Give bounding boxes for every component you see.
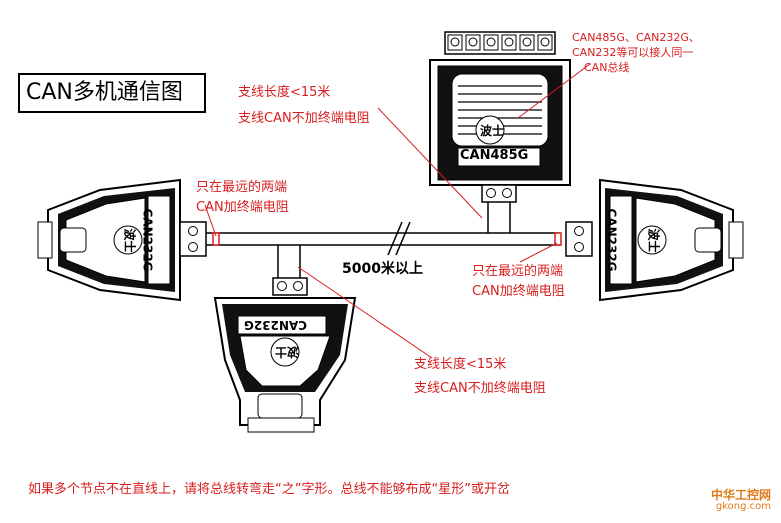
note-left-termination: 只在最远的两端 CAN加终端电阻 (196, 178, 289, 218)
device-label-right: CAN232G (604, 208, 619, 272)
device-can485g-top (429, 31, 571, 203)
watermark: 中华工控网 gkong.com (711, 489, 771, 513)
device-logo-right: 波士 (646, 228, 661, 253)
watermark-name: 中华工控网 (710, 488, 771, 502)
device-logo-left: 波士 (122, 228, 137, 253)
device-can232g-left (37, 178, 207, 302)
termination-resistor-left (212, 232, 220, 246)
termination-resistor-right (554, 232, 562, 246)
note-left-line1: 只在最远的两端 (196, 180, 288, 195)
bottom-caption: 如果多个节点不在直线上，请将总线转弯走“之”字形。总线不能够布成“星形”或开岔 (28, 482, 510, 497)
note-right-line1: 只在最远的两端 (472, 264, 564, 279)
note-branch-top: 支线长度<15米 支线CAN不加终端电阻 (238, 80, 370, 132)
device-can232g-bottom (213, 277, 357, 433)
device-label-bottom: CAN232G (244, 318, 308, 332)
note-compatible-line2: CAN232等可以接人同一 (572, 46, 694, 59)
note-compatible-devices: CAN485G、CAN232G、 CAN232等可以接人同一 CAN总线 (572, 30, 700, 75)
note-branch-top-line2: 支线CAN不加终端电阻 (238, 111, 370, 126)
note-right-line2: CAN加终端电阻 (472, 284, 565, 299)
can-bus (205, 202, 560, 278)
page-title: CAN多机通信图 (18, 73, 206, 113)
device-label-left: CAN232G (140, 208, 155, 272)
leader-lines (204, 63, 591, 359)
device-label-top: CAN485G (460, 148, 529, 163)
note-branch-top-line1: 支线长度<15米 (238, 85, 331, 100)
device-can232g-right (565, 178, 744, 302)
bus-length-label: 5000米以上 (342, 261, 423, 277)
note-branch-bottom-line2: 支线CAN不加终端电阻 (414, 381, 546, 396)
note-compatible-line1: CAN485G、CAN232G、 (572, 31, 700, 44)
note-left-line2: CAN加终端电阻 (196, 200, 289, 215)
device-logo-bottom: 波士 (275, 345, 300, 359)
note-compatible-line3: CAN总线 (584, 61, 630, 74)
device-logo-top: 波士 (480, 124, 505, 138)
watermark-url: gkong.com (715, 501, 771, 512)
note-branch-bottom: 支线长度<15米 支线CAN不加终端电阻 (414, 353, 546, 401)
note-right-termination: 只在最远的两端 CAN加终端电阻 (472, 262, 565, 302)
note-branch-bottom-line1: 支线长度<15米 (414, 357, 507, 372)
